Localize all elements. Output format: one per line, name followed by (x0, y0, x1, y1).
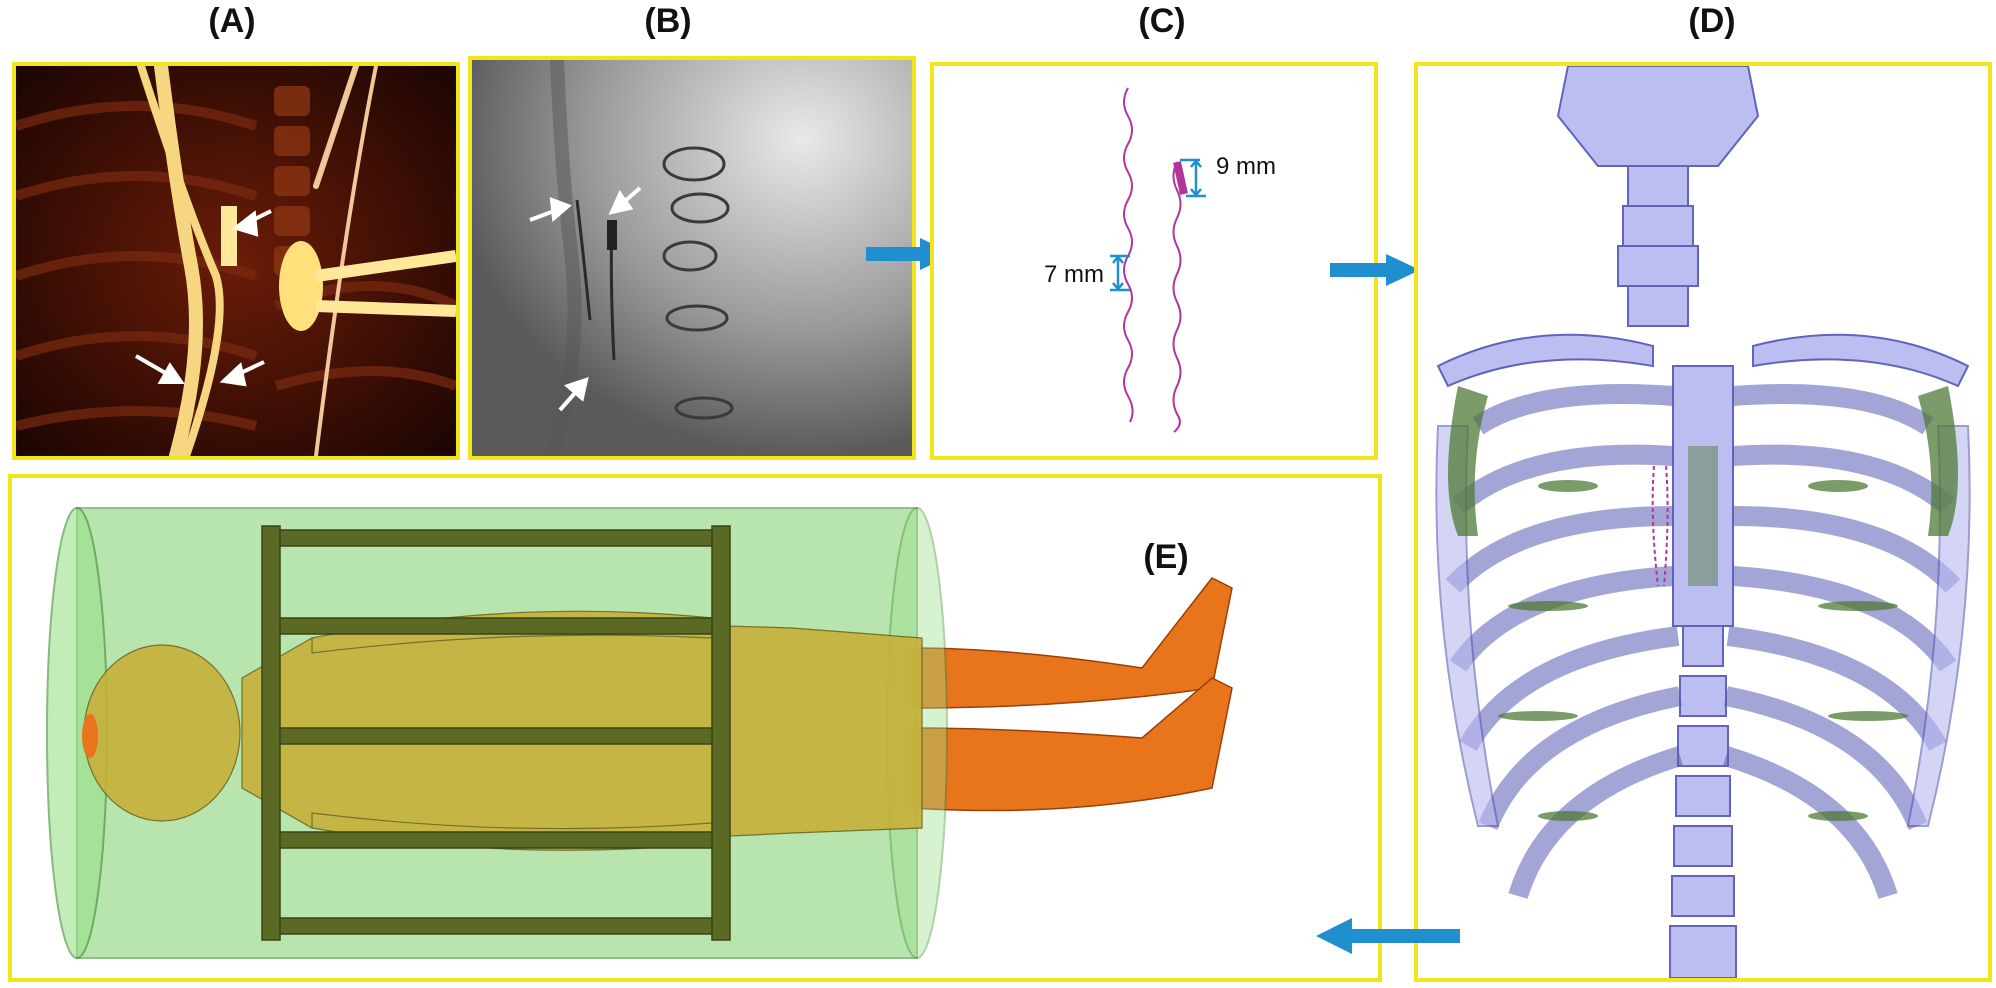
lead-wire-model: 9 mm 7 mm (1044, 87, 1276, 433)
flow-arrow-d-to-e (1316, 918, 1462, 954)
ct-render-image (16, 66, 456, 456)
panel-d-ribcage-model (1414, 62, 1992, 982)
panel-label-a: (A) (208, 2, 256, 40)
panel-b-xray (468, 56, 916, 460)
measurement-label-9mm: 9 mm (1216, 153, 1276, 180)
xray-image (472, 60, 912, 456)
flow-arrow-c-to-d (1330, 254, 1422, 286)
panel-e-coil-model: (E) (8, 474, 1382, 982)
body-coil-mesh (46, 507, 1233, 959)
measurement-label-7mm: 7 mm (1044, 261, 1104, 288)
panel-label-d: (D) (1688, 2, 1736, 40)
panel-a-ct-render (12, 62, 460, 460)
panel-label-c: (C) (1138, 2, 1186, 40)
ribcage-mesh (1435, 66, 1971, 978)
panel-label-b: (B) (644, 2, 692, 40)
panel-label-e: (E) (1143, 538, 1189, 576)
panel-c-lead-model: 9 mm 7 mm (930, 62, 1378, 460)
lead-wire-right (1172, 161, 1182, 433)
